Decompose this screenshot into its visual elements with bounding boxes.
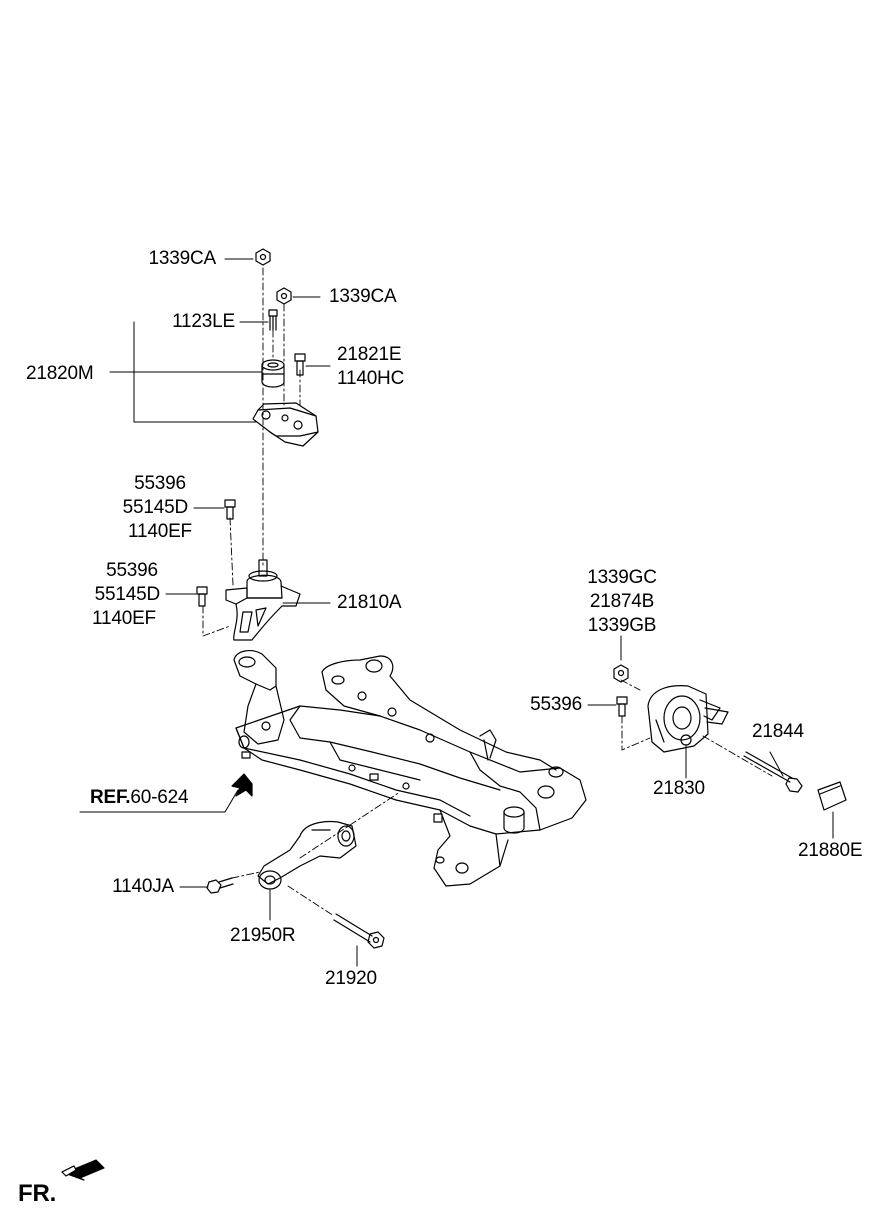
cover-21880e [817,781,847,811]
front-arrow-icon [61,1159,105,1181]
label-1339gc: 1339GC [587,567,657,588]
nut-1339ca-top [255,248,271,266]
label-21950r: 21950R [230,925,296,946]
label-1140ef-upper: 1140EF [128,521,192,542]
bolt-21821e [294,353,306,376]
bolt-1123le [268,309,278,331]
label-1140hc: 1140HC [337,368,405,389]
bolt-55396-upper [224,499,236,520]
front-subframe [233,650,587,887]
bolt-55396-right [616,696,628,717]
ref-prefix: REF. [90,787,131,808]
long-bolt-21844 [743,751,803,793]
label-21874b: 21874B [589,591,655,612]
label-21880e: 21880E [798,840,863,861]
label-21821e: 21821E [337,344,402,365]
bracket-21820m [252,402,319,447]
nut-1339gc [613,664,629,683]
label-1339ca-second: 1339CA [329,286,397,307]
label-1339ca-top: 1339CA [148,248,217,269]
bushing-21820m [261,359,285,388]
ref-number: 60-624 [130,787,189,808]
transmission-mount-21830 [647,685,729,753]
bolt-55396-lower [196,586,208,607]
ref-label: REF.60-624 [90,786,189,810]
bolt-21920 [333,913,385,949]
label-21920: 21920 [325,968,377,989]
label-55145d-upper: 55145D [122,497,189,518]
bolt-1140ja [206,877,234,894]
leader-lines [79,258,834,967]
label-21810a: 21810A [337,592,402,613]
label-21844: 21844 [752,721,804,742]
front-indicator: FR. [18,1180,57,1207]
label-1140ja: 1140JA [112,876,174,897]
ref-arrow [231,773,253,797]
nut-1339ca-second [276,287,292,305]
label-21820m: 21820M [26,363,94,384]
engine-mount-21810a [225,559,301,641]
label-21830: 21830 [653,778,705,799]
roll-rod-21950r [257,820,357,890]
label-55396-right: 55396 [530,694,582,715]
label-1339gb: 1339GB [587,615,657,636]
label-55396-lower: 55396 [106,560,158,581]
label-1123le: 1123LE [172,311,235,332]
label-55145d-lower: 55145D [94,584,161,605]
label-1140ef-lower: 1140EF [92,608,156,629]
label-55396-upper: 55396 [134,473,186,494]
center-lines [202,267,773,917]
